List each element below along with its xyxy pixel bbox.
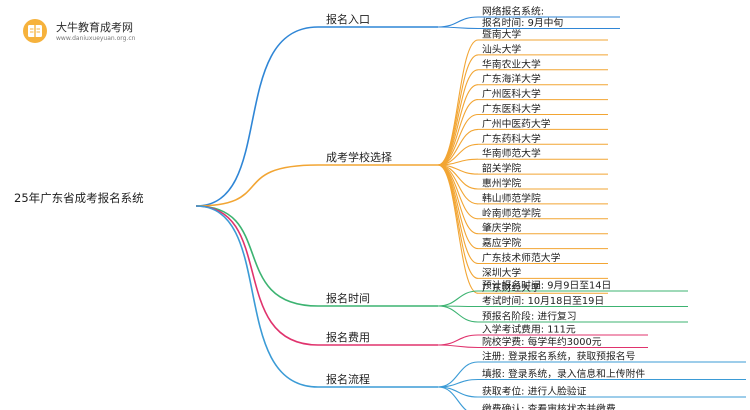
leaf-time: 预报名阶段: 进行复习 <box>482 310 577 323</box>
edge-schools-leaf <box>437 164 479 279</box>
logo-name: 大牛教育成考网 <box>56 21 133 34</box>
leaf-entry: 网络报名系统: <box>482 5 544 18</box>
leaf-schools: 广东医科大学 <box>482 102 541 115</box>
leaf-schools: 深圳大学 <box>482 266 521 279</box>
mind-map-labels: 25年广东省成考报名系统 报名入口 网络报名系统:报名时间: 9月中旬成考学校选择… <box>14 5 645 410</box>
leaf-process: 缴费确认: 查看审核状态并缴费 <box>482 402 616 410</box>
leaf-schools: 广东技术师范大学 <box>482 251 561 264</box>
leaf-time: 考试时间: 10月18日至19日 <box>482 294 604 307</box>
edge-time-leaf <box>437 305 479 323</box>
edge-process-leaf <box>437 386 467 410</box>
leaf-schools: 肇庆学院 <box>482 221 521 234</box>
leaf-schools: 惠州学院 <box>482 177 521 190</box>
leaf-process: 获取考位: 进行人脸验证 <box>482 385 587 398</box>
branch-time: 报名时间 <box>326 291 370 305</box>
edge-root-fee <box>195 205 319 346</box>
leaf-schools: 广东财经大学 <box>482 281 541 294</box>
edge-fee-leaf <box>437 334 479 346</box>
edge-schools-leaf <box>437 69 479 166</box>
leaf-schools: 暨南大学 <box>482 28 521 41</box>
leaf-schools: 华南师范大学 <box>482 147 541 160</box>
branch-fee: 报名费用 <box>326 330 370 344</box>
leaf-fee: 院校学费: 每学年约3000元 <box>482 335 602 348</box>
edge-entry-leaf <box>437 26 479 30</box>
leaf-schools: 华南农业大学 <box>482 57 541 70</box>
branch-entry: 报名入口 <box>326 12 370 26</box>
book-logo-icon <box>23 19 47 43</box>
edge-fee-leaf <box>437 344 479 349</box>
leaf-schools: 广东海洋大学 <box>482 72 541 85</box>
edge-schools-leaf <box>437 54 479 166</box>
leaf-schools: 广东药科大学 <box>482 132 541 145</box>
edge-root-schools <box>195 164 319 207</box>
leaf-process: 填报: 登录系统，录入信息和上传附件 <box>482 367 645 380</box>
leaf-fee: 入学考试费用: 111元 <box>482 323 576 336</box>
mind-map-edges <box>195 16 746 410</box>
edge-schools-leaf <box>437 113 479 166</box>
leaf-schools: 广州中医药大学 <box>482 117 551 130</box>
leaf-schools: 岭南师范学院 <box>482 206 541 219</box>
leaf-schools: 广州医科大学 <box>482 87 541 100</box>
edge-schools-leaf <box>437 164 479 265</box>
branch-process: 报名流程 <box>326 372 370 386</box>
site-logo: 大牛教育成考网 www.daniuxueyuan.org.cn <box>22 12 182 52</box>
logo-url: www.daniuxueyuan.org.cn <box>56 35 136 42</box>
leaf-schools: 韩山师范学院 <box>482 191 541 204</box>
edge-schools-leaf <box>437 164 479 294</box>
root-node: 25年广东省成考报名系统 <box>14 191 144 205</box>
edge-schools-leaf <box>437 39 479 166</box>
edge-root-process <box>195 205 319 388</box>
branch-schools: 成考学校选择 <box>326 150 392 164</box>
leaf-schools: 嘉应学院 <box>482 236 521 249</box>
leaf-time: 预计报名时间: 9月9日至14日 <box>482 279 611 292</box>
leaf-entry: 报名时间: 9月中旬 <box>482 16 563 29</box>
edge-schools-leaf <box>437 164 479 220</box>
edge-root-entry <box>195 26 319 207</box>
leaf-schools: 韶关学院 <box>482 162 521 175</box>
edge-root-time <box>195 205 319 307</box>
edge-entry-leaf <box>437 16 479 28</box>
edge-schools-leaf <box>437 84 479 166</box>
leaf-process: 注册: 登录报名系统，获取预报名号 <box>482 350 636 363</box>
leaf-schools: 汕头大学 <box>482 42 521 55</box>
edge-time-leaf <box>437 290 479 307</box>
